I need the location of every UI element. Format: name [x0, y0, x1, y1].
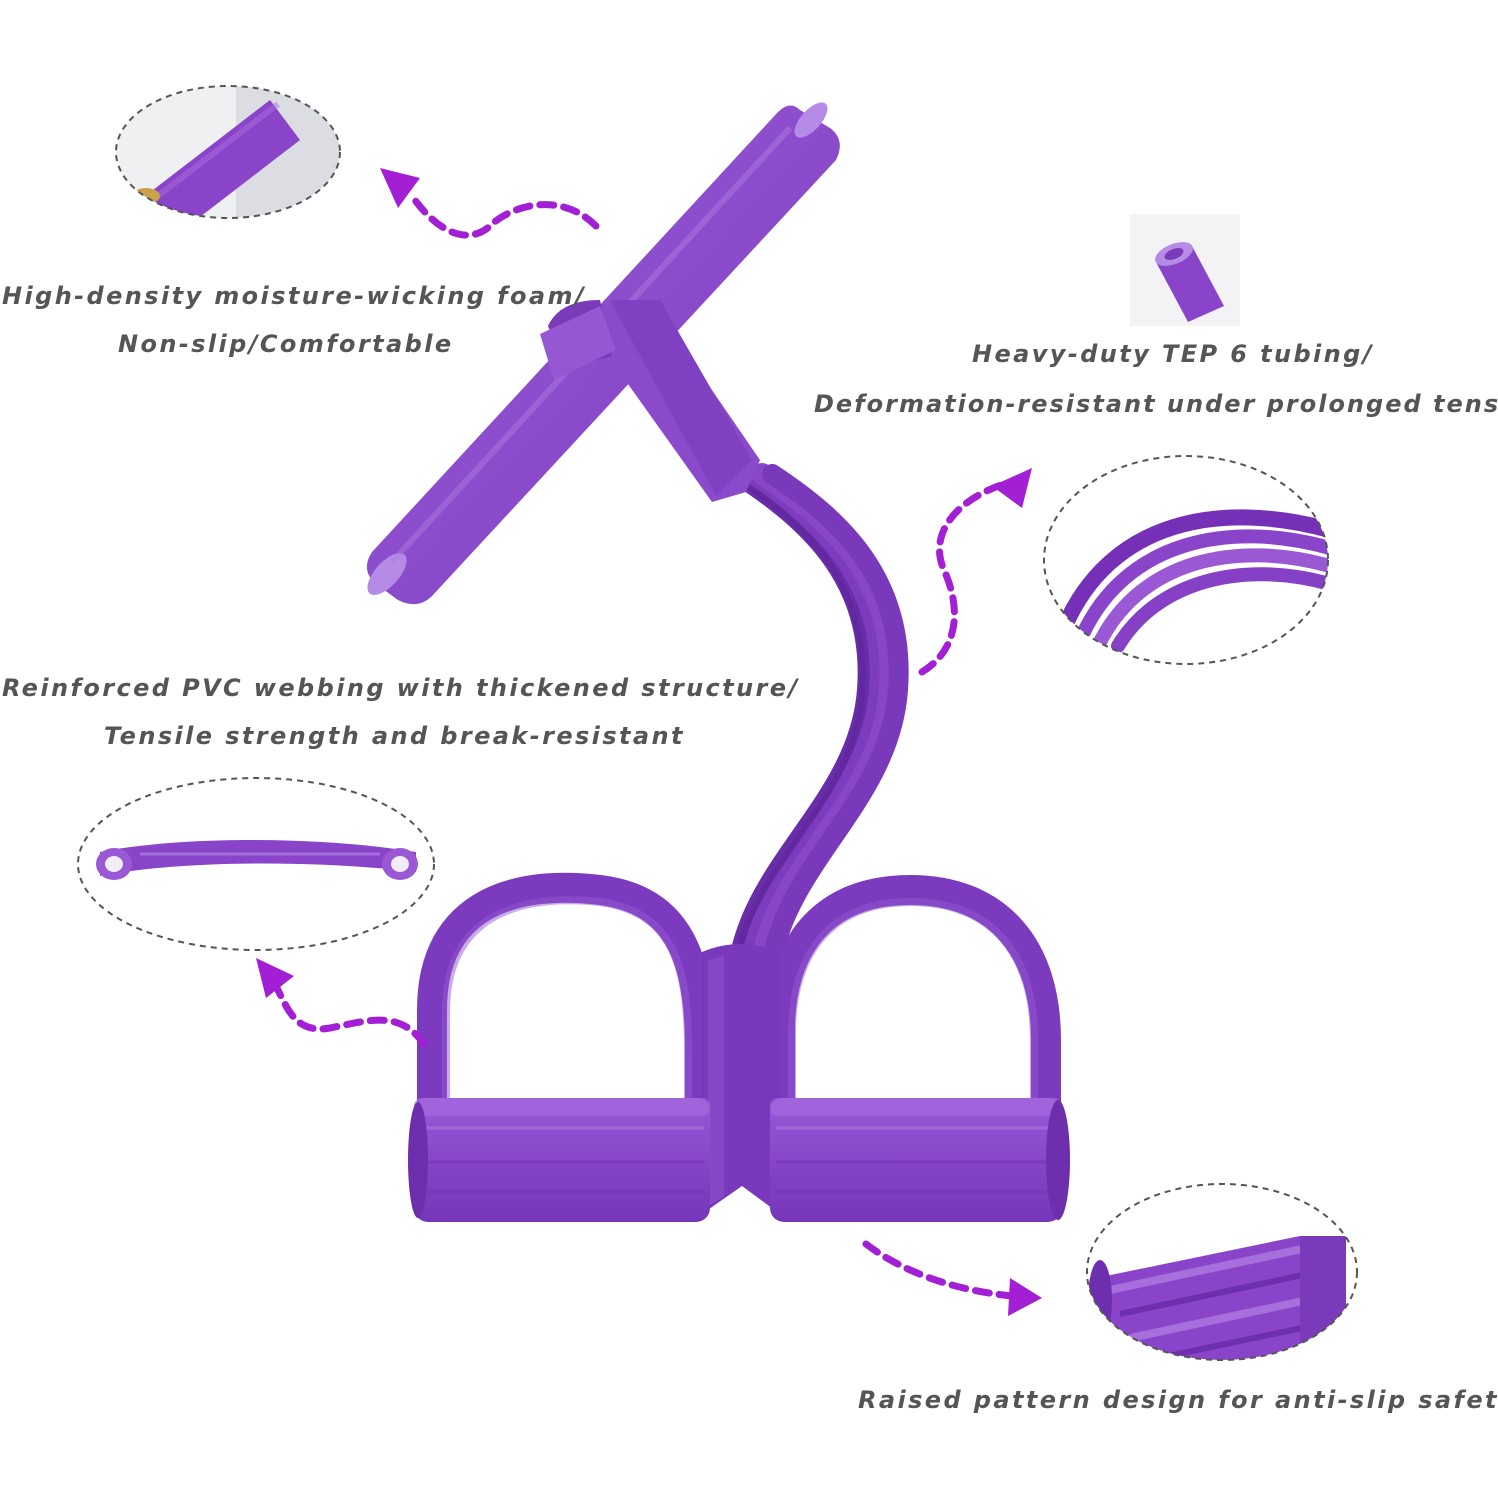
- right-loop-strap: [765, 874, 1061, 1125]
- right-foot-pad: [770, 1098, 1070, 1222]
- foam-caption-line1: High-density moisture-wicking foam/: [2, 282, 587, 310]
- left-loop-strap: [417, 872, 715, 1125]
- webbing-caption-line1: Reinforced PVC webbing with thickened st…: [2, 674, 800, 702]
- tubing-caption-line2: Deformation-resistant under prolonged te…: [814, 390, 1498, 418]
- webbing-caption-line2: Tensile strength and break-resistant: [104, 722, 685, 750]
- foam-handle-closeup-icon: [115, 85, 341, 219]
- left-foot-pad: [408, 1098, 710, 1222]
- center-clamp: [702, 944, 780, 1214]
- dashed-arrow-icon: [272, 192, 1016, 1300]
- arrow-heads: [256, 168, 1042, 1316]
- main-product: [366, 102, 1070, 1222]
- pedal-ridges-closeup-icon: [1086, 1183, 1358, 1361]
- foam-caption-line2: Non-slip/Comfortable: [118, 330, 454, 358]
- tubing-bundle-closeup-icon: [1043, 455, 1329, 665]
- tubing-caption-line1: Heavy-duty TEP 6 tubing/: [972, 340, 1374, 368]
- tubing-cords: [729, 461, 909, 973]
- pedal-caption-line1: Raised pattern design for anti-slip safe…: [858, 1386, 1498, 1414]
- handle-sleeve: [540, 300, 760, 502]
- tube-end-closeup-icon: [1130, 214, 1240, 326]
- webbing-strap-closeup-icon: [77, 777, 435, 951]
